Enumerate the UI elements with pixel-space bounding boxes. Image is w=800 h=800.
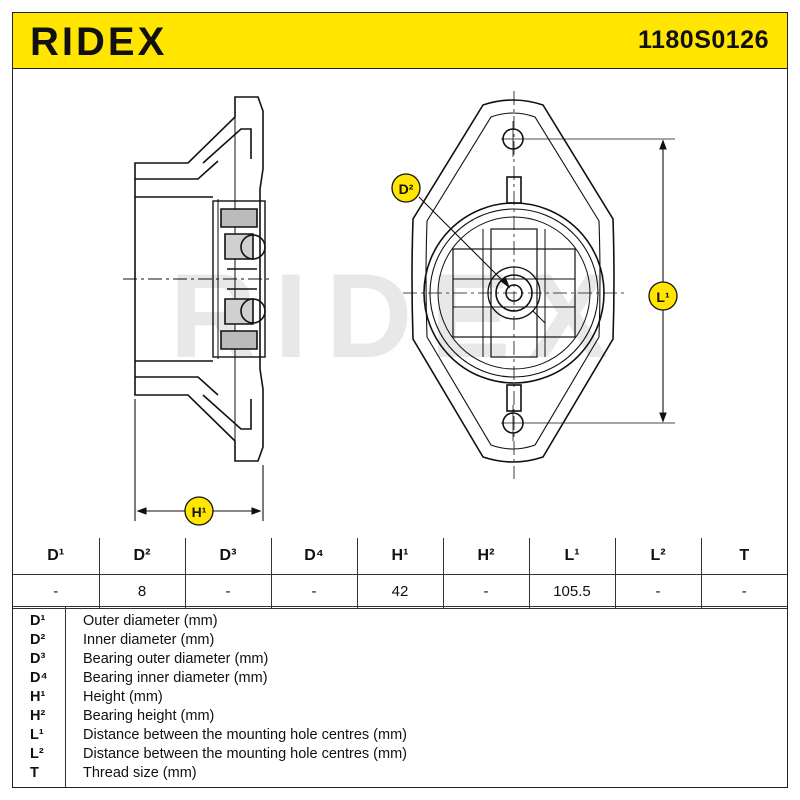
legend-description: Bearing height (mm) <box>83 708 215 724</box>
value-d2: 8 <box>98 574 186 609</box>
specs-value-row: - 8 - - 42 - 105.5 - - <box>13 574 787 609</box>
specs-header-row: D¹ D² D³ D⁴ H¹ H² L¹ L² T <box>13 538 787 575</box>
legend-symbol: L¹ <box>30 727 44 743</box>
header-d4: D⁴ <box>270 538 358 575</box>
part-number: 1180S0126 <box>637 26 769 54</box>
brand-logo: RIDEX <box>30 13 210 68</box>
legend-description: Height (mm) <box>83 689 163 705</box>
svg-text:L¹: L¹ <box>656 289 670 305</box>
value-t: - <box>700 574 787 609</box>
legend-description: Bearing outer diameter (mm) <box>83 651 269 667</box>
header-t: T <box>700 538 787 575</box>
drawing-frame <box>12 12 788 788</box>
value-d1: - <box>13 574 100 609</box>
side-view <box>123 96 273 462</box>
header-bar: RIDEX 1180S0126 <box>13 13 787 69</box>
front-view <box>403 91 625 479</box>
legend-symbol: D³ <box>30 651 46 667</box>
legend-divider <box>65 607 66 787</box>
d2-dimension <box>418 196 546 324</box>
value-l1: 105.5 <box>528 574 616 609</box>
svg-text:D²: D² <box>399 181 414 197</box>
header-l1: L¹ <box>528 538 616 575</box>
legend: D¹ Outer diameter (mm) D² Inner diameter… <box>13 606 787 787</box>
l1-label: L¹ <box>648 281 678 311</box>
svg-text:H¹: H¹ <box>192 504 207 520</box>
header-d2: D² <box>98 538 186 575</box>
value-d4: - <box>270 574 358 609</box>
d2-label: D² <box>391 173 421 203</box>
header-d1: D¹ <box>13 538 100 575</box>
legend-symbol: T <box>30 765 39 781</box>
legend-symbol: D² <box>30 632 46 648</box>
legend-symbol: D⁴ <box>30 670 48 686</box>
value-h2: - <box>442 574 530 609</box>
value-h1: 42 <box>356 574 444 609</box>
h1-label: H¹ <box>184 496 214 526</box>
value-d3: - <box>184 574 272 609</box>
legend-description: Thread size (mm) <box>83 765 197 781</box>
header-l2: L² <box>614 538 702 575</box>
legend-symbol: H² <box>30 708 46 724</box>
legend-description: Outer diameter (mm) <box>83 613 218 629</box>
legend-symbol: L² <box>30 746 44 762</box>
header-h1: H¹ <box>356 538 444 575</box>
specs-table: D¹ D² D³ D⁴ H¹ H² L¹ L² T - 8 - - 42 - 1… <box>13 538 787 609</box>
value-l2: - <box>614 574 702 609</box>
l1-dimension <box>525 138 675 424</box>
legend-description: Distance between the mounting hole centr… <box>83 746 407 762</box>
legend-description: Distance between the mounting hole centr… <box>83 727 407 743</box>
header-d3: D³ <box>184 538 272 575</box>
technical-drawing: RIDEX <box>13 69 787 537</box>
legend-description: Inner diameter (mm) <box>83 632 215 648</box>
brand-text: RIDEX <box>30 21 167 61</box>
legend-description: Bearing inner diameter (mm) <box>83 670 268 686</box>
header-h2: H² <box>442 538 530 575</box>
legend-symbol: H¹ <box>30 689 46 705</box>
legend-symbol: D¹ <box>30 613 46 629</box>
